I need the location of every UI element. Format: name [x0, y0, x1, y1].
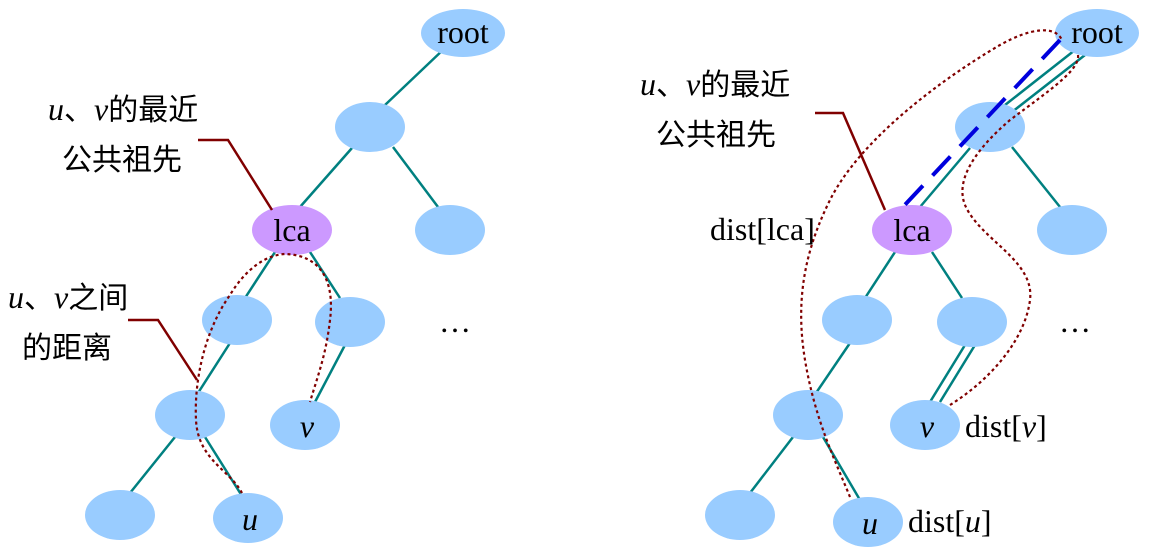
- right-edges: [749, 49, 1086, 501]
- right-u-label: u: [862, 505, 878, 541]
- left-lca-label: lca: [273, 212, 310, 248]
- right-dist-u-path: [800, 29, 1063, 498]
- right-lca-caption-line2: 公共祖先: [656, 118, 776, 153]
- left-tree: root lca … v u u、v的最近 公共祖先 u、v之间 的距离: [8, 9, 505, 543]
- left-lca-caption-line1: u、v的最近: [48, 91, 198, 128]
- left-root-label: root: [437, 14, 489, 50]
- right-tree-node: [1037, 205, 1107, 255]
- left-tree-node: [315, 297, 385, 347]
- right-tree-node: [705, 490, 775, 540]
- left-u-label: u: [242, 501, 258, 537]
- left-dist-pointer: [128, 318, 199, 381]
- left-tree-node: [202, 295, 272, 345]
- left-lca-node: [252, 205, 332, 255]
- right-dist-v-label: dist[v]: [965, 408, 1047, 444]
- left-uv-path: [194, 252, 332, 494]
- right-root-node: [1055, 9, 1139, 57]
- right-v-label: v: [920, 408, 935, 444]
- right-dist-lca-label: dist[lca]: [710, 211, 815, 247]
- right-lca-caption-line1: u、v的最近: [640, 66, 790, 103]
- right-ellipsis: …: [1059, 303, 1091, 339]
- right-lca-node: [872, 205, 952, 255]
- right-tree-node: [937, 297, 1007, 347]
- right-tree-node: [822, 295, 892, 345]
- right-root-label: root: [1071, 14, 1123, 50]
- right-u-node: [833, 497, 903, 547]
- left-lca-pointer: [198, 138, 274, 211]
- right-tree-node: [955, 102, 1025, 152]
- left-v-node: [270, 400, 340, 450]
- right-dist-u-label: dist[u]: [908, 503, 992, 539]
- left-dist-caption-line1: u、v之间: [8, 279, 128, 316]
- right-lca-pointer: [815, 111, 887, 211]
- left-root-node: [421, 9, 505, 57]
- left-u-node: [213, 493, 283, 543]
- left-ellipsis: …: [439, 303, 471, 339]
- right-v-node: [890, 400, 960, 450]
- left-tree-node: [155, 390, 225, 440]
- right-dist-v-path: [949, 54, 1080, 406]
- right-lca-label: lca: [893, 212, 930, 248]
- right-tree-node: [773, 390, 843, 440]
- right-tree: root lca … v u u、v的最近 公共祖先 dist[lca] dis…: [640, 9, 1139, 547]
- left-tree-node: [335, 102, 405, 152]
- left-dist-caption-line2: 的距离: [22, 331, 112, 366]
- left-v-label: v: [300, 408, 315, 444]
- left-lca-caption-line2: 公共祖先: [62, 143, 182, 178]
- left-tree-node: [85, 490, 155, 540]
- left-tree-node: [415, 205, 485, 255]
